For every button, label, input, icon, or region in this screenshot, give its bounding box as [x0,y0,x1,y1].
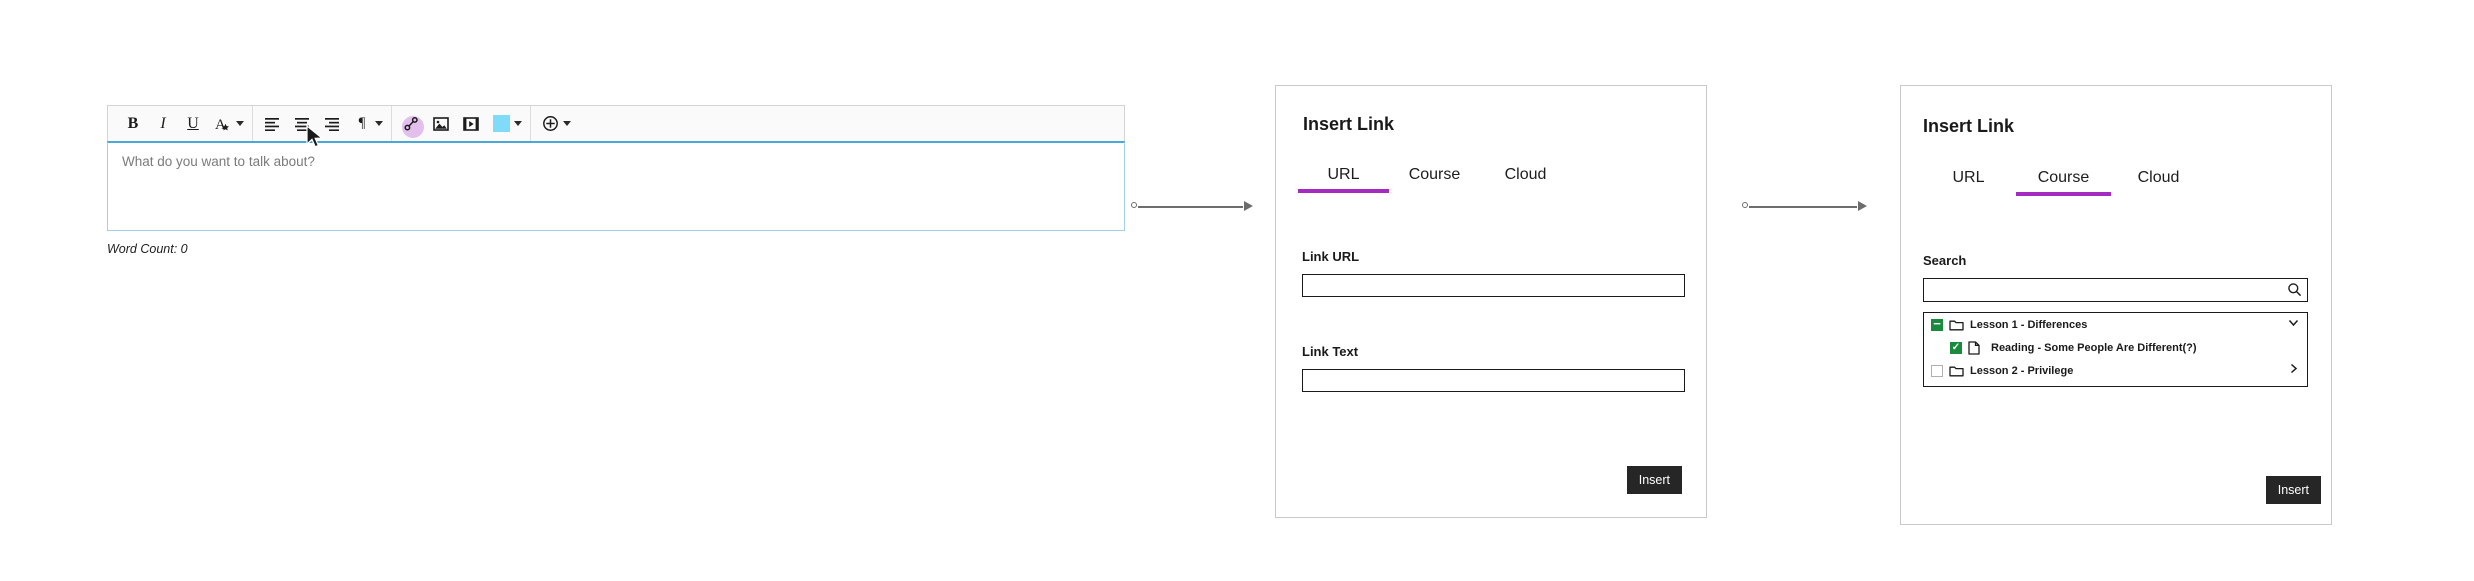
link-url-field-group: Link URL [1302,249,1685,297]
chevron-down-icon[interactable] [2287,316,2300,334]
align-right-icon[interactable] [317,109,347,139]
text-color-icon[interactable]: A [208,109,238,139]
insert-button[interactable]: Insert [2265,476,2321,504]
link-icon[interactable] [396,109,426,139]
link-text-input[interactable] [1302,369,1685,392]
chevron-right-icon[interactable] [2287,385,2300,387]
folder-icon [1949,318,1964,331]
word-count-label: Word Count: 0 [107,242,188,256]
link-url-input[interactable] [1302,274,1685,297]
dialog-title: Insert Link [1923,116,2015,136]
align-center-icon[interactable] [287,109,317,139]
connector-line [1749,206,1857,208]
tab-url-label: URL [1327,166,1360,183]
connector-line [1138,206,1243,208]
editor-toolbar: B I U A [107,105,1125,141]
paragraph-direction-icon[interactable]: ¶ [358,115,366,131]
insert-link-dialog-course: Insert Link URL Course Cloud Search [1900,85,2332,525]
tab-cloud-label: Cloud [1504,166,1547,183]
tree-row-lesson-3[interactable]: Lesson 3 - The Manifestation of [1924,382,2307,387]
paragraph-chevron-down-icon[interactable] [375,121,383,126]
underline-icon[interactable]: U [187,114,199,132]
toolbar-group-more [531,106,579,141]
tree-row-reading[interactable]: ✓ Reading - Some People Are Different(?) [1924,336,2307,359]
rich-text-editor-panel: B I U A [107,105,1125,256]
connector-arrow-2 [1742,200,1872,214]
italic-icon[interactable]: I [160,114,166,132]
editor-placeholder: What do you want to talk about? [122,154,315,169]
link-url-label: Link URL [1302,249,1360,264]
connector-start-dot [1742,202,1748,208]
swatch-fill [492,115,510,132]
chevron-right-icon[interactable] [2287,362,2300,380]
file-icon [1968,340,1980,355]
folder-icon [1949,364,1964,377]
mouse-cursor-editor [306,125,324,148]
svg-text:A: A [215,117,226,133]
image-icon[interactable] [426,109,456,139]
add-more-icon[interactable] [535,109,565,139]
minus-icon: − [1933,315,1941,331]
dialog-tablist: URL Course Cloud [1298,166,1571,193]
tab-cloud[interactable]: Cloud [1480,166,1571,193]
tree-item-label: Lesson 1 - Differences [1970,318,2088,331]
search-field-group: Search [1923,253,2308,302]
tab-course[interactable]: Course [1389,166,1480,193]
editor-text-area[interactable]: What do you want to talk about? [107,141,1125,231]
tree-row-lesson-2[interactable]: Lesson 2 - Privilege [1924,359,2307,382]
checkbox-indeterminate[interactable]: − [1931,315,1943,331]
text-color-chevron-down-icon[interactable] [236,121,244,126]
tab-active-underline [1298,189,1389,193]
checkbox-checked[interactable]: ✓ [1950,341,1962,354]
checkbox-unchecked[interactable] [1931,364,1943,377]
tab-course-label: Course [2037,169,2090,186]
toolbar-group-alignment: ¶ [253,106,392,141]
toolbar-group-insert-media [392,106,531,141]
search-label: Search [1923,253,1967,268]
tab-url-label: URL [1952,169,1985,186]
insert-link-dialog-url: Insert Link URL Course Cloud Link URL Li… [1275,85,1707,518]
tab-course-label: Course [1408,166,1461,183]
tab-cloud-label: Cloud [2137,169,2180,186]
tab-course[interactable]: Course [2016,169,2111,196]
dialog-title: Insert Link [1303,114,1395,134]
connector-start-dot [1131,202,1137,208]
insert-button[interactable]: Insert [1626,466,1682,494]
tree-item-label: Lesson 2 - Privilege [1970,364,2074,377]
link-text-field-group: Link Text [1302,344,1685,392]
search-input[interactable] [1923,278,2308,302]
connector-arrow-1 [1131,200,1256,214]
highlight-color-swatch[interactable] [486,109,516,139]
connector-arrowhead [1244,201,1253,211]
highlight-color-chevron-down-icon[interactable] [514,121,522,126]
connector-arrowhead [1858,201,1867,211]
toolbar-group-text-format: B I U A [108,106,253,141]
dialog-tablist: URL Course Cloud [1921,169,2206,196]
tree-item-label: Reading - Some People Are Different(?) [1991,341,2197,354]
bold-icon[interactable]: B [127,114,139,132]
align-left-icon[interactable] [257,109,287,139]
tab-url[interactable]: URL [1921,169,2016,196]
link-text-label: Link Text [1302,344,1359,359]
check-icon: ✓ [1951,341,1961,353]
tab-url[interactable]: URL [1298,166,1389,193]
video-icon[interactable] [456,109,486,139]
tree-row-lesson-1[interactable]: − Lesson 1 - Differences [1924,313,2307,336]
tab-active-underline [2016,192,2111,196]
tab-cloud[interactable]: Cloud [2111,169,2206,196]
course-tree[interactable]: − Lesson 1 - Differences ✓ [1923,312,2308,387]
add-more-chevron-down-icon[interactable] [563,121,571,126]
